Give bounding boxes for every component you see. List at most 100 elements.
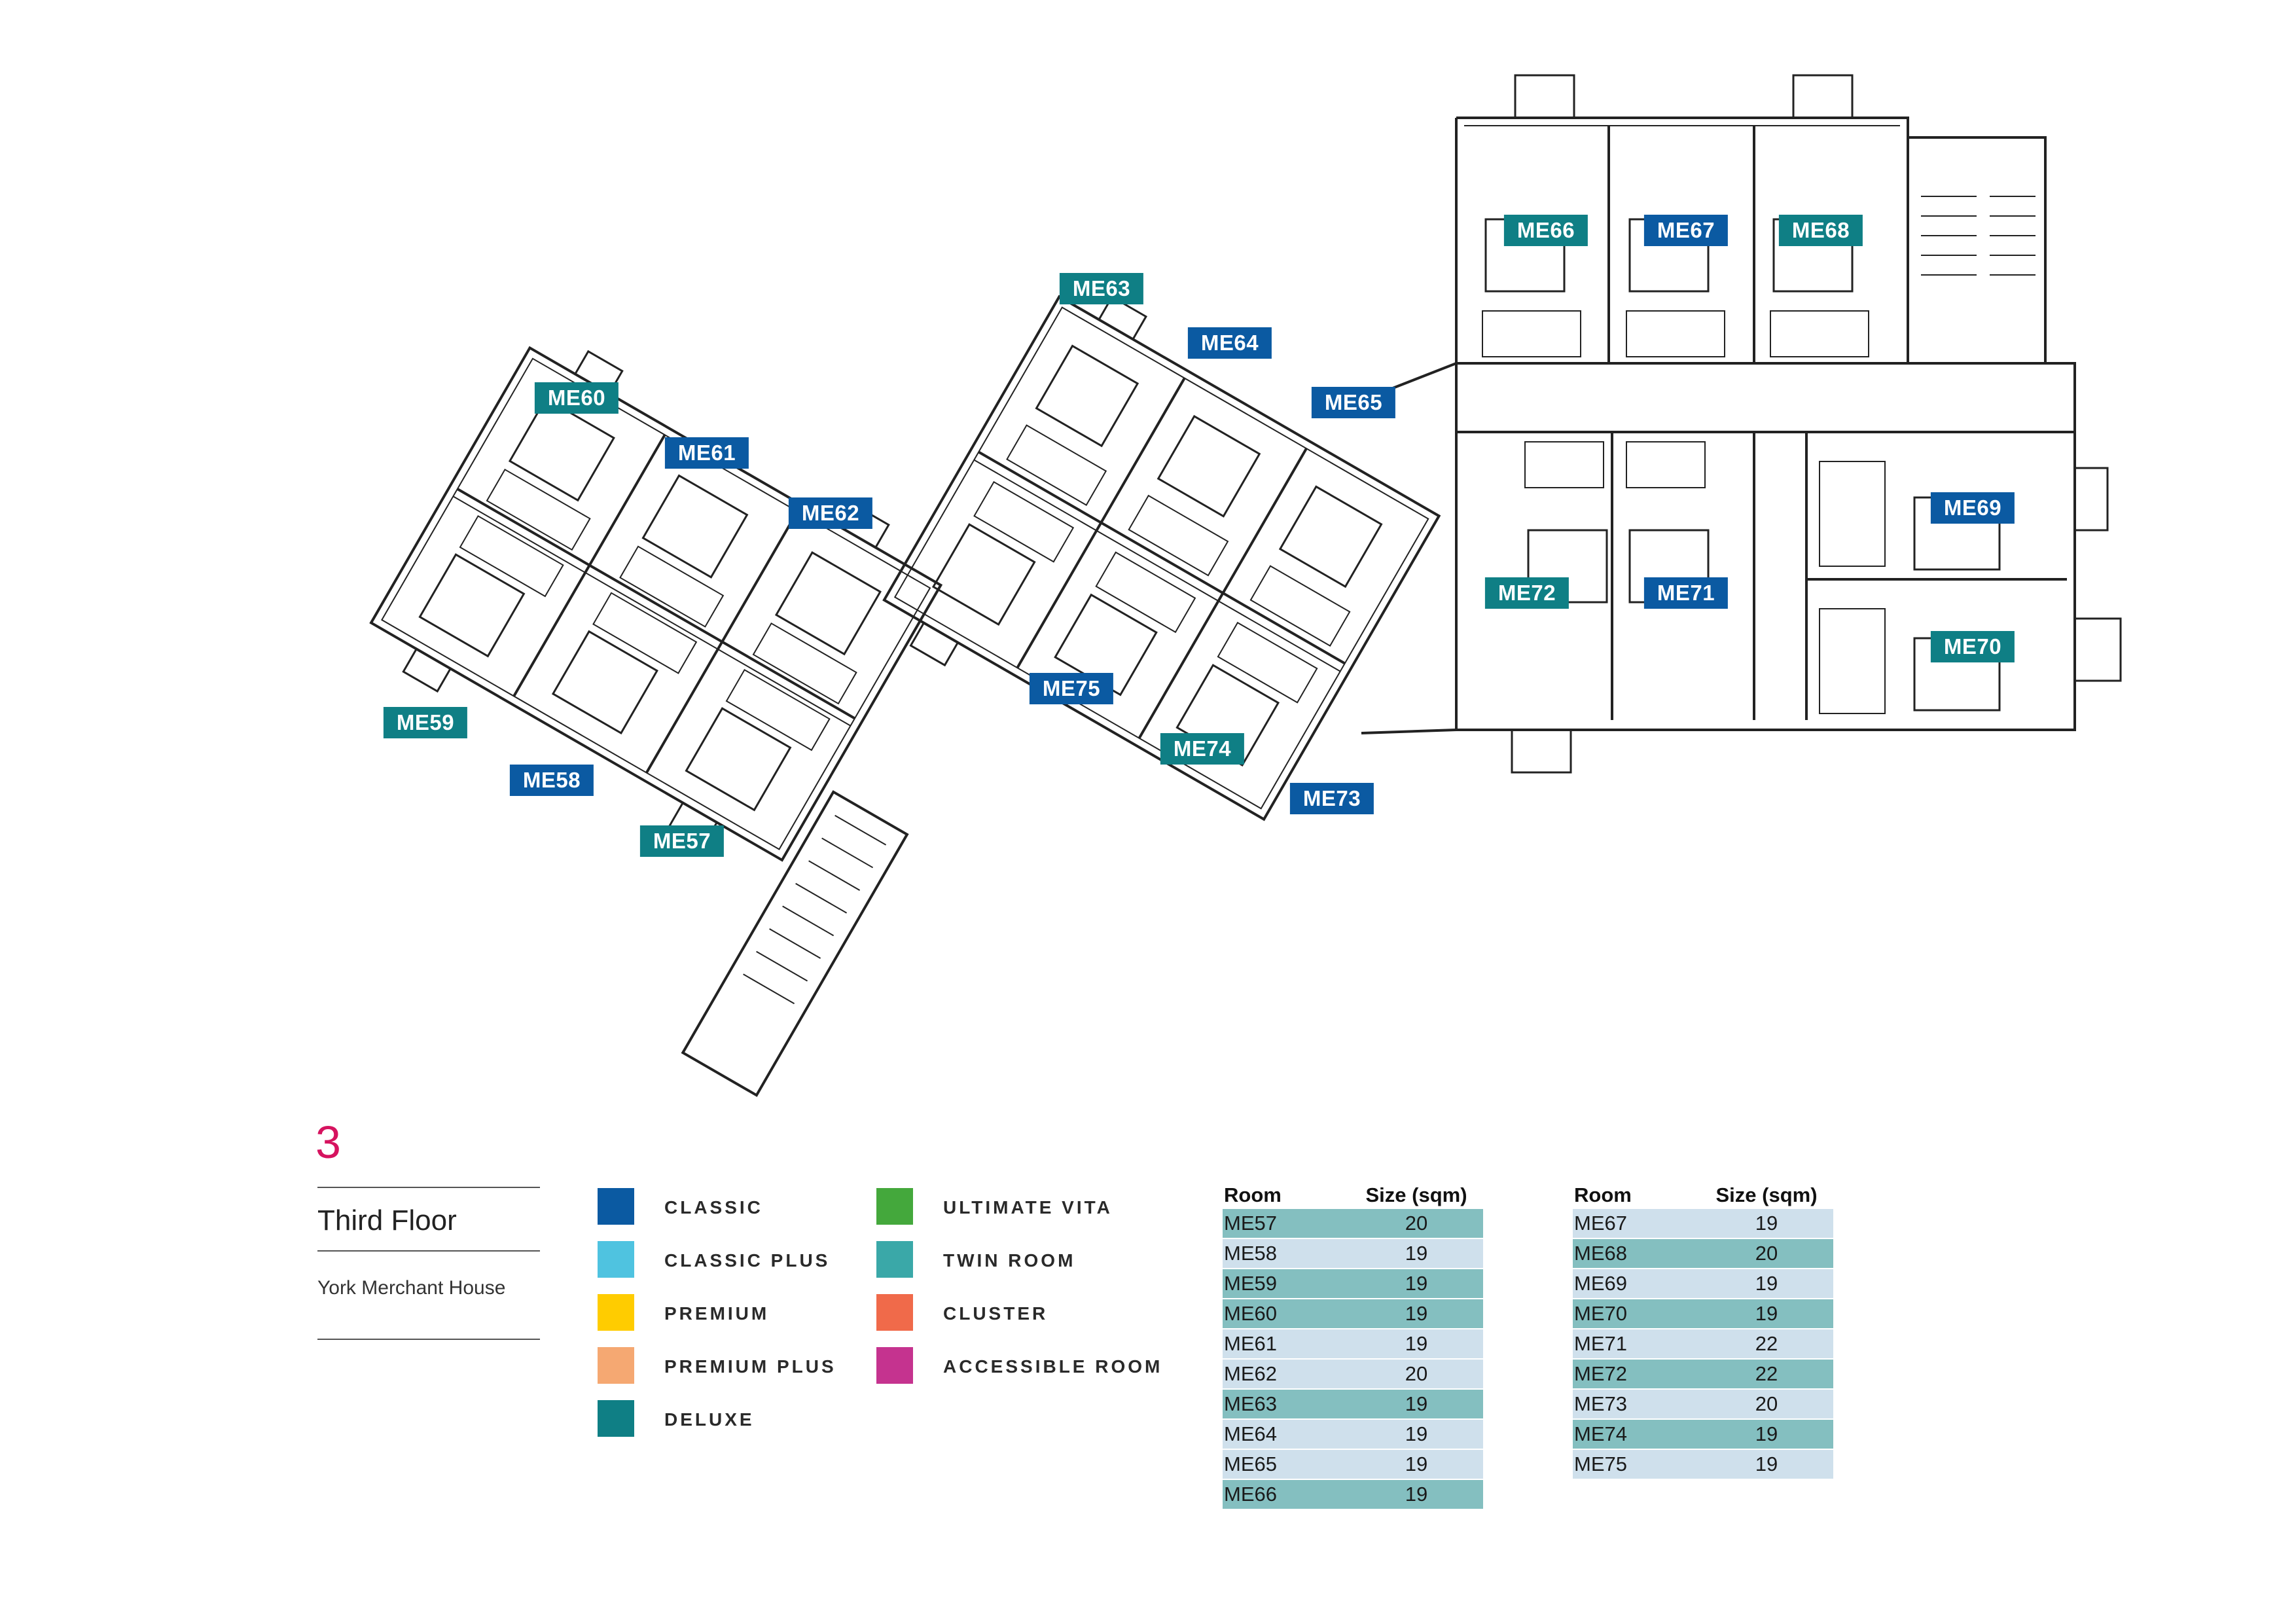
room-cell: ME73 — [1573, 1389, 1700, 1420]
size-cell: 20 — [1700, 1389, 1833, 1420]
size-cell: 19 — [1350, 1329, 1483, 1360]
size-cell: 19 — [1700, 1299, 1833, 1329]
size-cell: 19 — [1700, 1419, 1833, 1450]
legend-swatch — [876, 1294, 913, 1331]
size-cell: 20 — [1350, 1359, 1483, 1390]
legend-swatch — [598, 1188, 634, 1225]
room-cell: ME69 — [1573, 1269, 1700, 1299]
floor-name: Third Floor — [317, 1204, 457, 1236]
room-label-me73[interactable]: ME73 — [1289, 783, 1374, 814]
room-cell: ME57 — [1223, 1209, 1350, 1239]
size-cell: 20 — [1700, 1238, 1833, 1269]
room-label-me66[interactable]: ME66 — [1503, 215, 1588, 246]
room-column-header: Room — [1224, 1183, 1282, 1206]
legend-swatch — [598, 1400, 634, 1437]
size-cell: 19 — [1700, 1209, 1833, 1239]
room-column-header: Room — [1574, 1183, 1632, 1206]
room-label-me62[interactable]: ME62 — [788, 497, 873, 529]
wing-west — [369, 346, 943, 862]
size-cell: 19 — [1700, 1269, 1833, 1299]
divider-top — [317, 1187, 540, 1188]
room-cell: ME59 — [1223, 1269, 1350, 1299]
legend-swatch — [598, 1294, 634, 1331]
room-cell: ME58 — [1223, 1238, 1350, 1269]
size-column-header: Size (sqm) — [1365, 1183, 1467, 1206]
room-cell: ME62 — [1223, 1359, 1350, 1390]
size-column-header: Size (sqm) — [1715, 1183, 1818, 1206]
size-cell: 19 — [1350, 1449, 1483, 1480]
wing-middle — [882, 295, 1441, 821]
room-label-me57[interactable]: ME57 — [639, 825, 725, 857]
room-label-me59[interactable]: ME59 — [383, 707, 468, 738]
room-label-me68[interactable]: ME68 — [1778, 215, 1863, 246]
wing-middle-outline — [882, 295, 1441, 821]
legend-label: PREMIUM PLUS — [664, 1356, 836, 1377]
size-cell: 19 — [1350, 1299, 1483, 1329]
size-cell: 19 — [1350, 1389, 1483, 1420]
room-label-me63[interactable]: ME63 — [1059, 273, 1144, 304]
room-cell: ME64 — [1223, 1419, 1350, 1450]
room-cell: ME63 — [1223, 1389, 1350, 1420]
room-cell: ME70 — [1573, 1299, 1700, 1329]
room-label-me61[interactable]: ME61 — [664, 437, 749, 469]
stair-west — [681, 790, 909, 1097]
room-label-me64[interactable]: ME64 — [1187, 327, 1272, 359]
room-label-me67[interactable]: ME67 — [1643, 215, 1729, 246]
legend-label: TWIN ROOM — [943, 1250, 1076, 1271]
floor-plan — [369, 74, 2122, 1097]
legend-label: PREMIUM — [664, 1303, 770, 1324]
room-cell: ME75 — [1573, 1449, 1700, 1480]
room-label-me75[interactable]: ME75 — [1029, 673, 1114, 704]
room-cell: ME66 — [1223, 1479, 1350, 1510]
size-cell: 22 — [1700, 1329, 1833, 1360]
table-header-row: Room Size (sqm) — [1223, 1182, 1483, 1209]
room-label-me70[interactable]: ME70 — [1930, 631, 2015, 662]
room-label-me60[interactable]: ME60 — [534, 382, 619, 414]
room-label-me58[interactable]: ME58 — [509, 765, 594, 796]
room-cell: ME74 — [1573, 1419, 1700, 1450]
wing-east — [1455, 74, 2122, 774]
room-cell: ME61 — [1223, 1329, 1350, 1360]
building-name: York Merchant House — [317, 1277, 506, 1299]
legend-label: CLASSIC PLUS — [664, 1250, 831, 1271]
divider-middle — [317, 1250, 540, 1252]
room-cell: ME67 — [1573, 1209, 1700, 1239]
legend-label: CLUSTER — [943, 1303, 1049, 1324]
size-cell: 22 — [1700, 1359, 1833, 1390]
size-cell: 20 — [1350, 1209, 1483, 1239]
legend-label: CLASSIC — [664, 1197, 763, 1218]
legend-swatch — [876, 1188, 913, 1225]
room-cell: ME60 — [1223, 1299, 1350, 1329]
floor-number: 3 — [315, 1117, 341, 1168]
room-label-me65[interactable]: ME65 — [1311, 387, 1396, 418]
size-cell: 19 — [1700, 1449, 1833, 1480]
room-label-me71[interactable]: ME71 — [1643, 577, 1729, 609]
table-header-row: Room Size (sqm) — [1573, 1182, 1833, 1209]
room-label-me69[interactable]: ME69 — [1930, 492, 2015, 524]
size-cell: 19 — [1350, 1238, 1483, 1269]
room-label-me74[interactable]: ME74 — [1160, 733, 1245, 765]
legend-swatch — [598, 1347, 634, 1384]
room-label-me72[interactable]: ME72 — [1484, 577, 1570, 609]
legend-swatch — [876, 1241, 913, 1278]
size-cell: 19 — [1350, 1269, 1483, 1299]
divider-bottom — [317, 1339, 540, 1340]
legend-label: DELUXE — [664, 1409, 755, 1430]
room-cell: ME71 — [1573, 1329, 1700, 1360]
size-cell: 19 — [1350, 1419, 1483, 1450]
